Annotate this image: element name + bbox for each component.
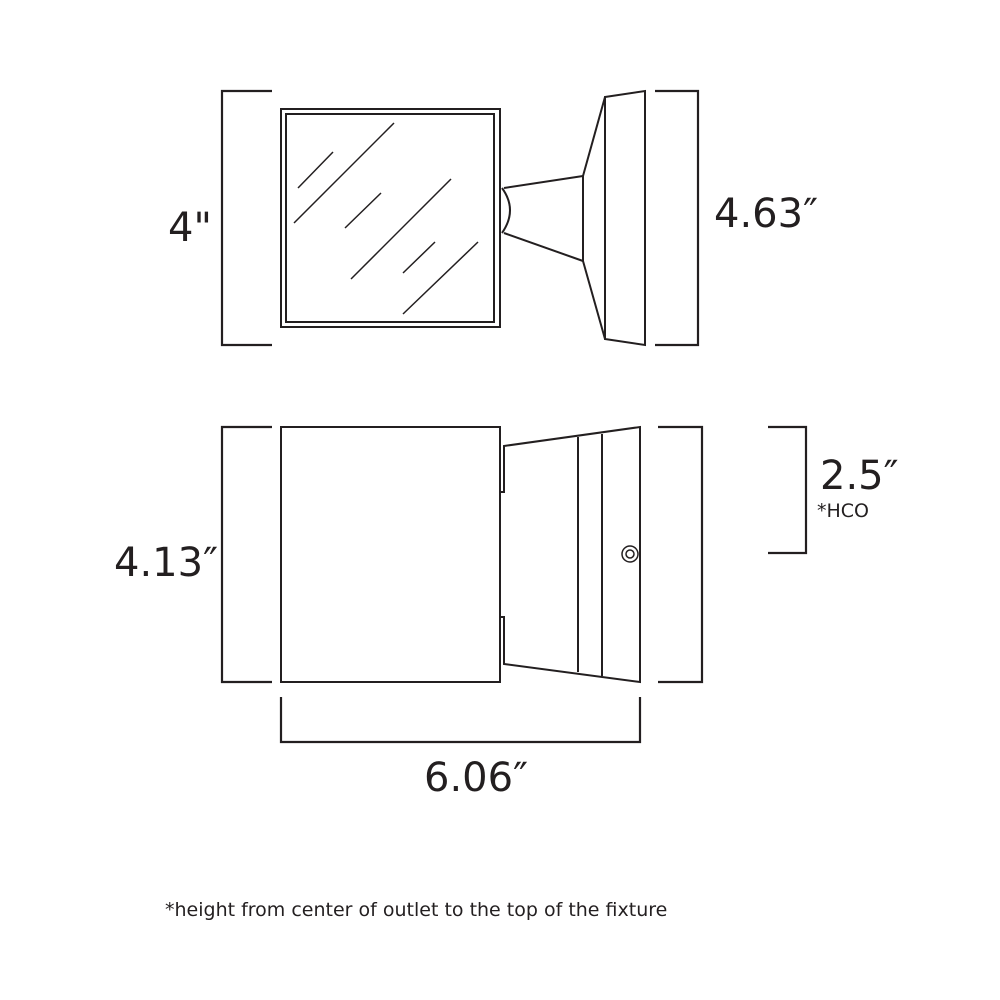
- arm-neck: [499, 175, 584, 262]
- lens-frame-inner: [285, 113, 495, 323]
- dimension-brackets: [220, 89, 808, 744]
- hco-label: *HCO: [817, 500, 870, 522]
- front-height-label: 4": [168, 205, 212, 251]
- backplate-top: [582, 89, 646, 347]
- lens-frame-outer: [280, 108, 501, 328]
- backplate-height-label: 4.63″: [714, 191, 819, 237]
- glass-reflection-lines: [293, 122, 479, 315]
- side-height-label: 4.13″: [114, 540, 219, 586]
- mount-body: [500, 425, 641, 684]
- head-body: [280, 426, 501, 683]
- hco-height-label: 2.5″: [820, 453, 899, 499]
- screw-icon: [621, 545, 639, 563]
- footnote: *height from center of outlet to the top…: [165, 899, 668, 921]
- top-view: [280, 89, 646, 347]
- side-view: [280, 425, 641, 684]
- depth-label: 6.06″: [424, 755, 529, 801]
